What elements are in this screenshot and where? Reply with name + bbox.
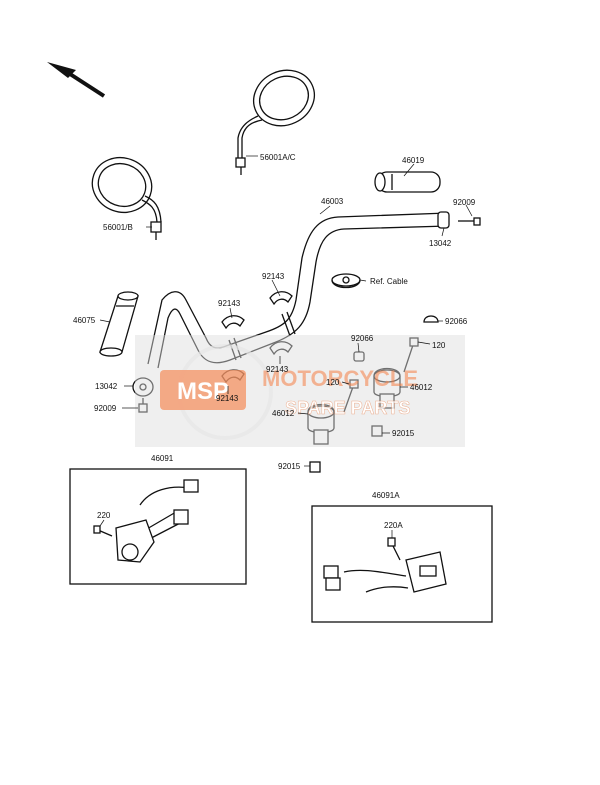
label-bolt-right: 120 xyxy=(432,341,446,350)
label-screw-left: 220 xyxy=(97,511,111,520)
watermark-badge xyxy=(160,370,246,410)
end-weight-left[interactable] xyxy=(132,377,154,413)
watermark: MSP MOTORCYCLE SPARE PARTS xyxy=(135,335,465,447)
label-end-weight-left: 13042 xyxy=(95,382,118,391)
clamp-upper-b[interactable] xyxy=(221,315,245,330)
label-ref-cable: Ref. Cable xyxy=(370,277,408,286)
label-nut-right: 92015 xyxy=(392,429,415,438)
label-left-grip: 46075 xyxy=(73,316,96,325)
clamp-lower-a[interactable] xyxy=(269,341,293,356)
label-clamp-upper-b: 92143 xyxy=(218,299,241,308)
throttle-grip[interactable] xyxy=(374,171,441,193)
leader-lines xyxy=(99,155,473,538)
end-weight-right[interactable] xyxy=(437,211,481,229)
watermark-line2: SPARE PARTS xyxy=(285,398,410,418)
cap-right[interactable] xyxy=(423,315,439,323)
mirror-right[interactable] xyxy=(235,60,324,175)
clamp-upper-a[interactable] xyxy=(269,291,293,306)
switch-left-assembly[interactable] xyxy=(69,468,247,585)
direction-arrow-icon xyxy=(47,62,106,98)
label-clamp-upper-a: 92143 xyxy=(262,272,285,281)
label-cap-right: 92066 xyxy=(445,317,468,326)
watermark-line1: MOTORCYCLE xyxy=(262,366,418,391)
label-nut-left: 92015 xyxy=(278,462,301,471)
label-switch-left: 46091 xyxy=(151,454,174,463)
label-end-weight-bolt-left: 92009 xyxy=(94,404,117,413)
label-throttle-grip: 46019 xyxy=(402,156,425,165)
part-labels: 56001A/C 56001/B 46019 46003 92009 13042… xyxy=(73,153,476,530)
watermark-badge-text: MSP xyxy=(177,378,229,405)
label-holder-left: 46012 xyxy=(272,409,295,418)
label-mirror-right: 56001A/C xyxy=(260,153,296,162)
label-cap-left: 92066 xyxy=(351,334,374,343)
left-grip[interactable] xyxy=(99,291,139,357)
label-switch-right: 46091A xyxy=(372,491,400,500)
label-bolt-left: 120 xyxy=(326,378,340,387)
label-mirror-left: 56001/B xyxy=(103,223,133,232)
mirror-left[interactable] xyxy=(85,149,162,240)
switch-right-assembly[interactable] xyxy=(311,505,493,623)
label-screw-right: 220A xyxy=(384,521,403,530)
label-end-weight-right: 13042 xyxy=(429,239,452,248)
holder-left[interactable] xyxy=(307,379,359,473)
label-clamp-lower-b: 92143 xyxy=(216,394,239,403)
label-handlebar: 46003 xyxy=(321,197,344,206)
label-end-weight-bolt-right: 92009 xyxy=(453,198,476,207)
cable-guide[interactable] xyxy=(331,273,361,289)
label-clamp-lower-a: 92143 xyxy=(266,365,289,374)
handlebar[interactable] xyxy=(147,212,449,369)
label-holder-right: 46012 xyxy=(410,383,433,392)
